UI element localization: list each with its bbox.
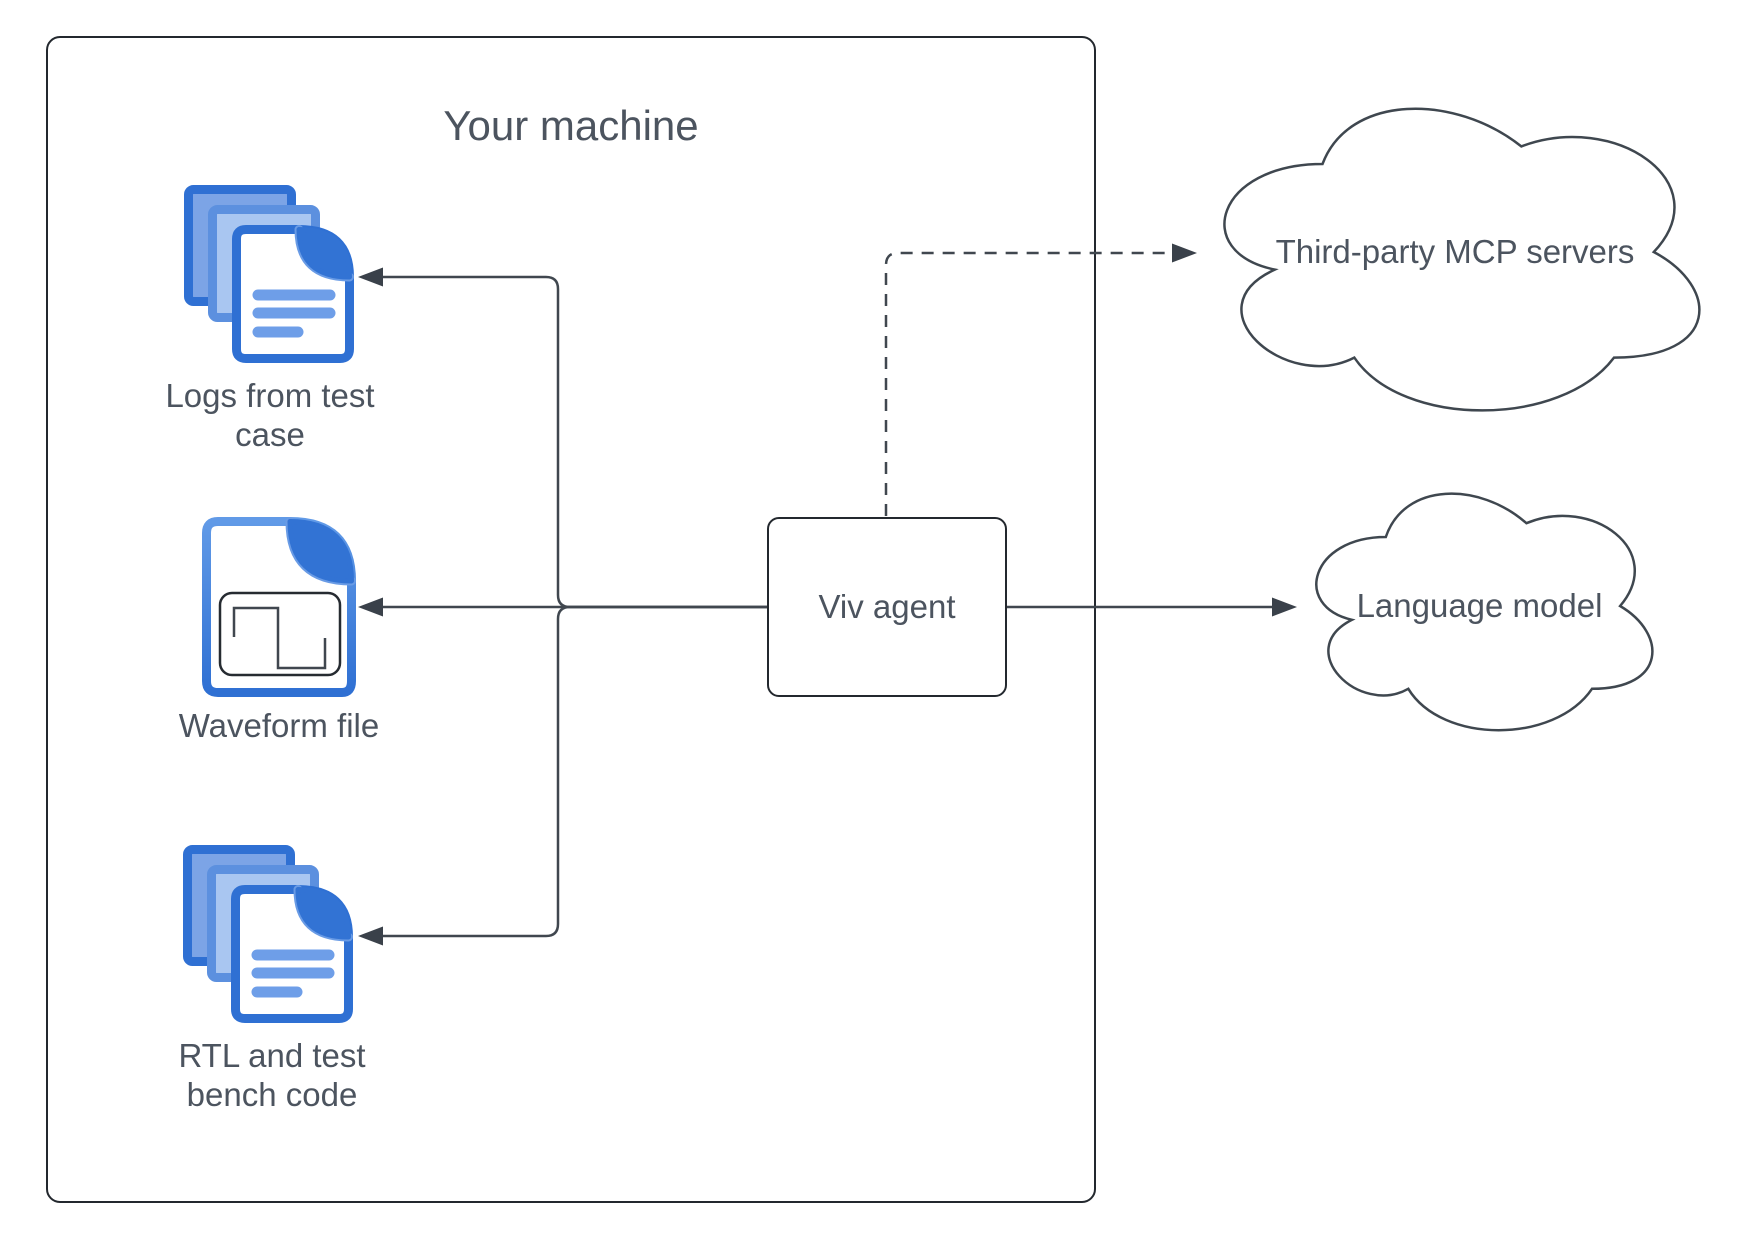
waveform-file-icon: [202, 517, 356, 697]
mcp-servers-cloud: [1223, 107, 1701, 412]
rtl-documents-icon: [183, 845, 353, 1023]
viv-agent-label: Viv agent: [818, 588, 956, 625]
viv-agent-node: Viv agent: [767, 517, 1007, 697]
rtl-label: RTL and test bench code: [178, 1037, 366, 1113]
language-model-cloud: [1315, 492, 1654, 732]
logs-label: Logs from test case: [165, 377, 375, 453]
your-machine-container: [46, 36, 1096, 1203]
waveform-file-label: Waveform file: [178, 707, 380, 744]
your-machine-title: Your machine: [443, 102, 699, 149]
logs-documents-icon: [184, 185, 354, 363]
